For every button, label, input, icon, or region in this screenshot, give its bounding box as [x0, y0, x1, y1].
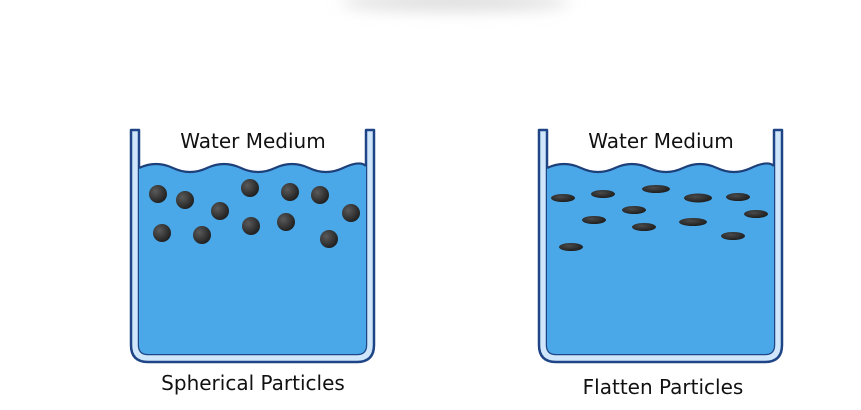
spherical-particle	[281, 183, 299, 201]
right-container: Water Medium Flatten Particles	[537, 128, 784, 399]
flatten-particle	[679, 218, 707, 226]
flatten-particle	[684, 193, 712, 203]
flatten-particle	[559, 243, 583, 251]
left-medium-label: Water Medium	[180, 129, 325, 153]
spherical-particle	[176, 191, 194, 209]
spherical-particle	[311, 186, 329, 204]
spherical-particle	[153, 224, 171, 242]
spherical-particle	[193, 226, 211, 244]
spherical-particle	[242, 217, 260, 235]
flatten-particle	[622, 206, 646, 214]
spherical-particle	[320, 230, 338, 248]
spherical-particle	[241, 179, 259, 197]
left-caption: Spherical Particles	[161, 371, 345, 395]
flatten-particle	[591, 190, 615, 198]
right-medium-label: Water Medium	[588, 129, 733, 153]
flatten-particle	[642, 185, 670, 193]
flatten-particle	[582, 216, 606, 224]
spherical-particle	[211, 202, 229, 220]
spherical-particle	[149, 185, 167, 203]
left-water-surface	[138, 162, 367, 174]
right-water-surface	[546, 162, 775, 174]
flatten-particle	[721, 232, 745, 240]
flatten-particle	[726, 193, 750, 201]
flatten-particle	[744, 210, 768, 218]
flatten-particle	[632, 223, 656, 231]
spherical-particle	[277, 213, 295, 231]
spherical-particle	[342, 204, 360, 222]
left-water	[139, 163, 366, 354]
flatten-particle	[551, 194, 575, 202]
right-water	[547, 163, 774, 354]
right-caption: Flatten Particles	[583, 375, 744, 399]
left-container: Water Medium Spherical Particles	[129, 128, 376, 395]
top-shadow-decoration	[340, 0, 570, 10]
